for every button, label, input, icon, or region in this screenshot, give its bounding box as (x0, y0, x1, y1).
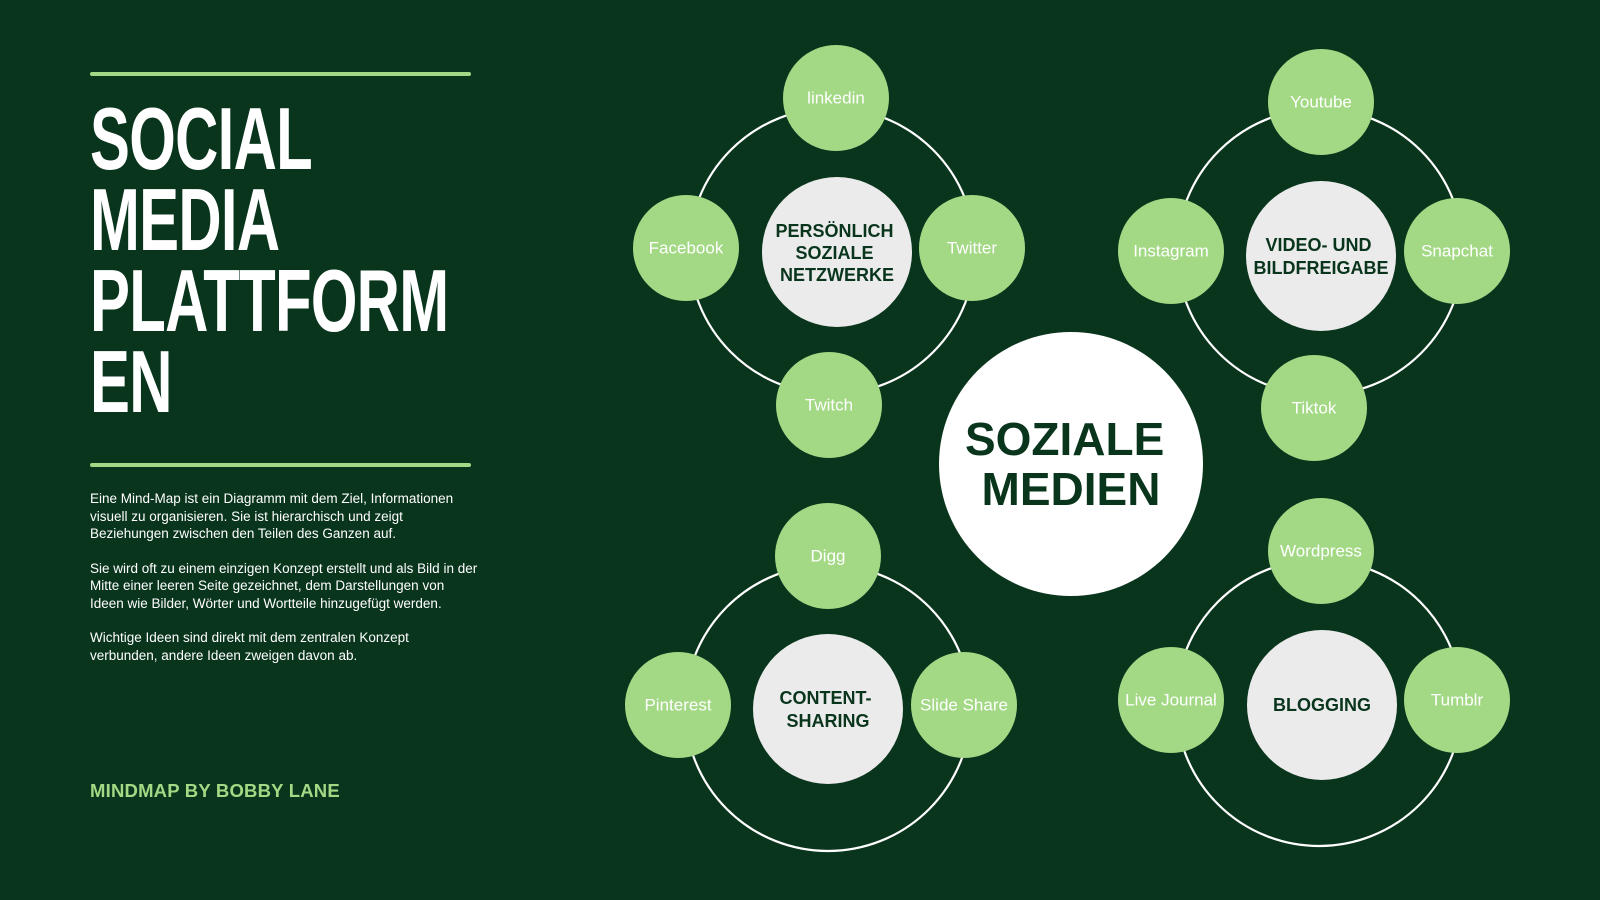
leaf-node: Facebook (633, 195, 739, 301)
hub-node: CONTENT- SHARING (753, 634, 903, 784)
leaf-label: Tumblr (1431, 691, 1484, 710)
leaf-label: Twitter (947, 239, 997, 258)
leaf-label: Snapchat (1421, 242, 1493, 261)
leaf-label: Tiktok (1292, 399, 1337, 418)
leaf-node: Twitch (776, 352, 882, 458)
leaf-label: Digg (811, 547, 846, 566)
leaf-node: Live Journal (1118, 647, 1224, 753)
leaf-label: Facebook (649, 239, 724, 258)
hub-node: VIDEO- UND BILDFREIGABE (1246, 181, 1396, 331)
description-paragraph: Eine Mind-Map ist ein Diagramm mit dem Z… (90, 491, 454, 541)
leaf-label: Instagram (1133, 242, 1209, 261)
bottom-divider (90, 463, 471, 467)
cluster-video: Youtube Instagram Snapchat Tiktok VIDEO-… (1118, 49, 1510, 461)
central-node: SOZIALE MEDIEN (939, 332, 1203, 596)
leaf-label: Youtube (1290, 93, 1352, 112)
leaf-node: Snapchat (1404, 198, 1510, 304)
leaf-node: Slide Share (911, 652, 1017, 758)
cluster-persoenlich: linkedin Facebook Twitter Twitch PERSÖNL… (633, 45, 1025, 458)
cluster-blogging: Wordpress Live Journal Tumblr BLOGGING (1118, 498, 1510, 848)
leaf-label: Pinterest (644, 696, 711, 715)
title-line: SOCIAL (90, 89, 313, 188)
leaf-label: Wordpress (1280, 542, 1362, 561)
hub-label: VIDEO- UND BILDFREIGABE (1254, 235, 1389, 278)
hub-node: PERSÖNLICH SOZIALE NETZWERKE (762, 177, 912, 327)
description-paragraph: Sie wird oft zu einem einzigen Konzept e… (90, 560, 478, 611)
description: Eine Mind-Map ist ein Diagramm mit dem Z… (90, 490, 480, 681)
central-label: SOZIALE MEDIEN (965, 413, 1177, 515)
hub-node: BLOGGING (1247, 630, 1397, 780)
leaf-node: Twitter (919, 195, 1025, 301)
hub-label: PERSÖNLICH SOZIALE NETZWERKE (775, 221, 898, 285)
leaf-label: Slide Share (920, 696, 1008, 715)
leaf-node: Tumblr (1404, 647, 1510, 753)
hub-label: CONTENT- SHARING (779, 688, 876, 731)
top-divider (90, 72, 471, 76)
leaf-node: Digg (775, 503, 881, 609)
leaf-label: Twitch (805, 396, 853, 415)
description-paragraph: Wichtige Ideen sind direkt mit dem zentr… (90, 630, 409, 663)
author-credit: MINDMAP BY BOBBY LANE (90, 780, 340, 801)
leaf-label: Live Journal (1125, 691, 1217, 710)
leaf-node: Tiktok (1261, 355, 1367, 461)
title-line: EN (90, 332, 172, 431)
leaf-node: Wordpress (1268, 498, 1374, 604)
leaf-node: Pinterest (625, 652, 731, 758)
leaf-label: linkedin (807, 89, 865, 108)
leaf-node: Instagram (1118, 198, 1224, 304)
cluster-content: Digg Pinterest Slide Share CONTENT- SHAR… (625, 503, 1017, 853)
title-line: MEDIA (90, 170, 280, 269)
leaf-node: linkedin (783, 45, 889, 151)
leaf-node: Youtube (1268, 49, 1374, 155)
hub-label: BLOGGING (1273, 695, 1371, 715)
